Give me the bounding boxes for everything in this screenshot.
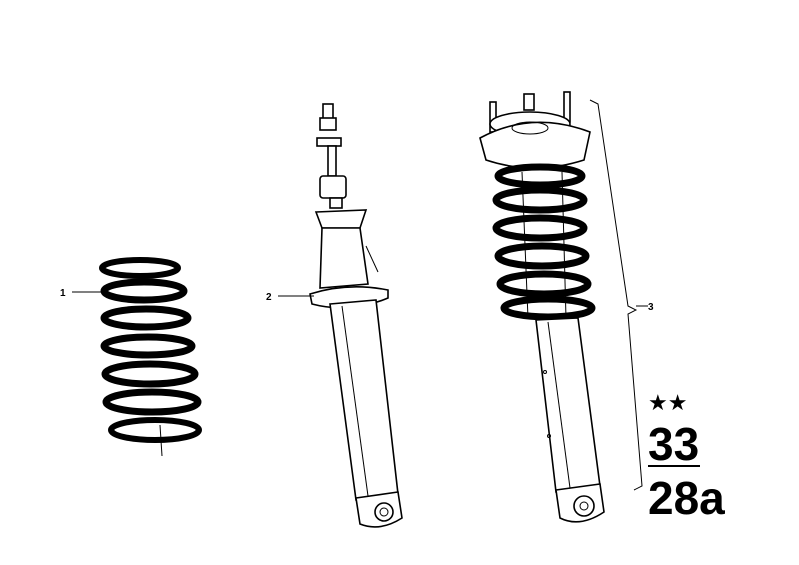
callout-label-2: 2: [266, 292, 272, 303]
group-reference: ★★ 33 28a: [648, 391, 725, 524]
stars-mark: ★★: [648, 391, 687, 416]
callout-label-1: 1: [60, 288, 66, 299]
sub-group-number: 28a: [648, 472, 725, 524]
strut-assembly[interactable]: [479, 91, 605, 523]
shock-absorber[interactable]: [309, 103, 403, 528]
assembly-bracket: [589, 99, 643, 491]
coil-spring[interactable]: [99, 257, 202, 457]
callout-label-3: 3: [648, 302, 654, 313]
main-group-number: 33: [648, 418, 699, 470]
